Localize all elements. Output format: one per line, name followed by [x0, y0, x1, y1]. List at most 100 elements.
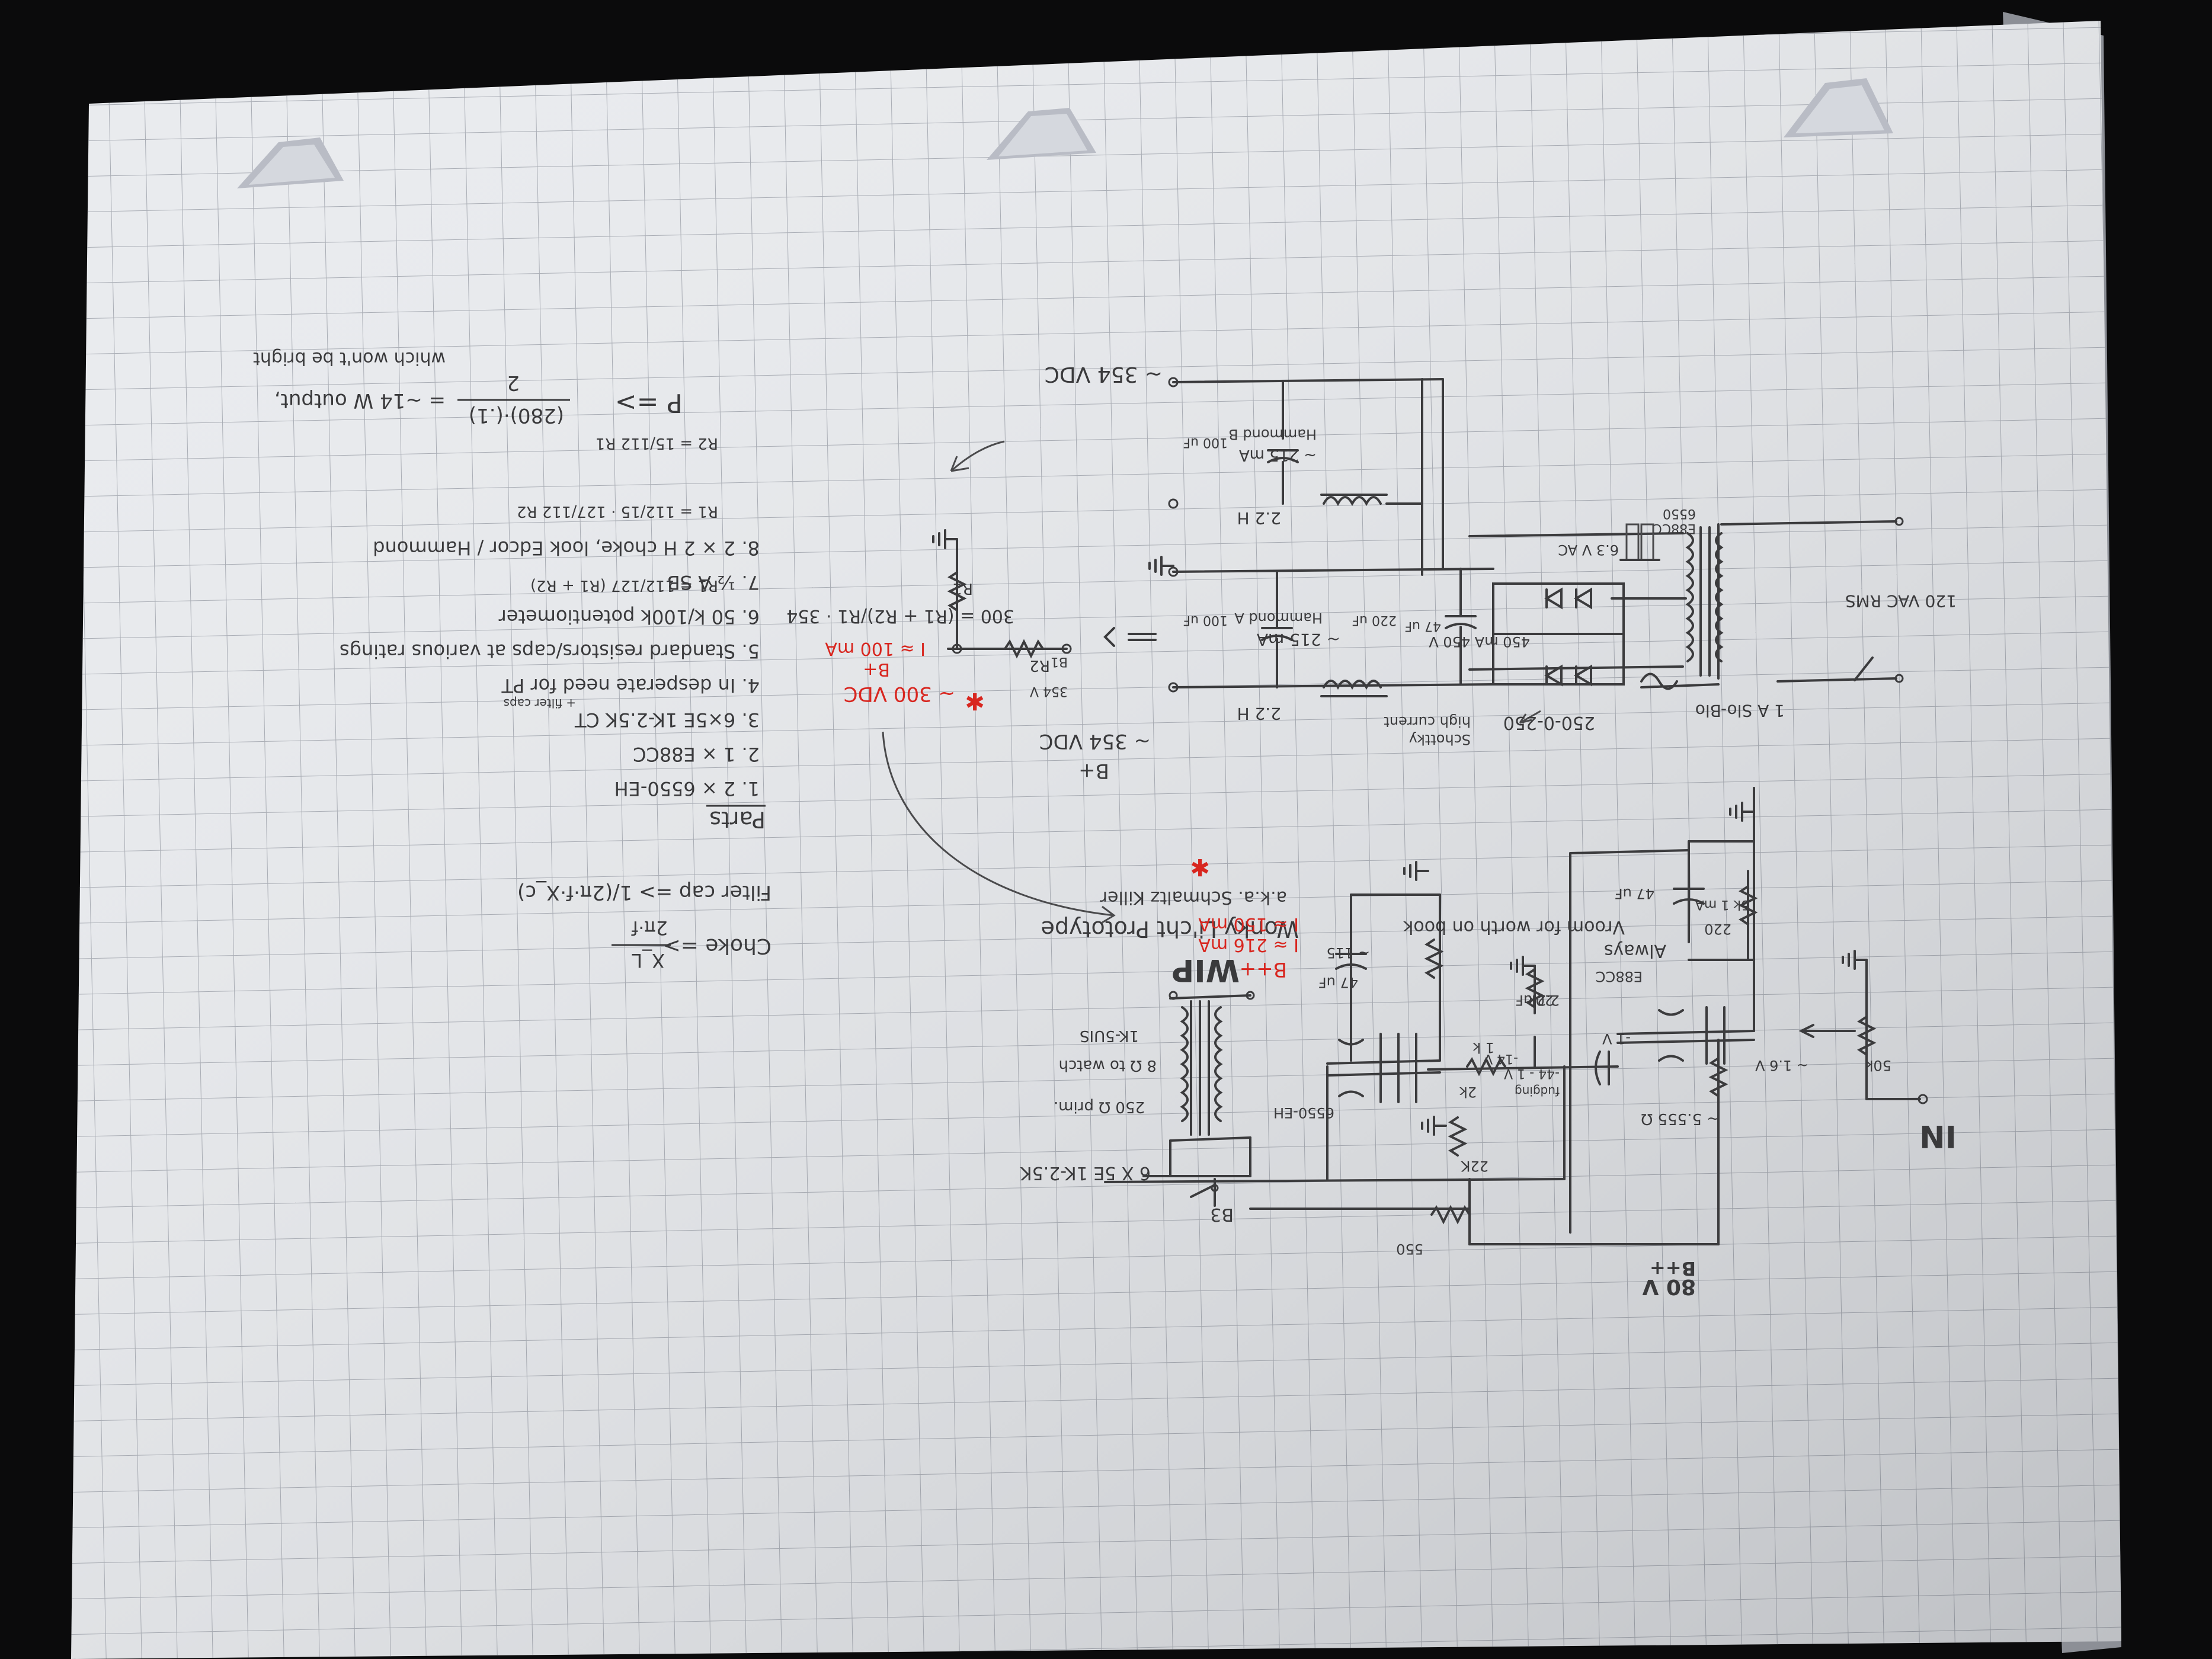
voltage-bplus: ~ 354 VDC [1039, 729, 1151, 753]
choke-a-symbol [1320, 680, 1388, 697]
choke-b-label: 2.2 H [1237, 508, 1281, 528]
node-v-label: 354 V [1030, 684, 1068, 699]
power-result: = ~14 W output, [274, 389, 446, 412]
power-supply-res-label: ~ 5.555 Ω [1641, 1110, 1720, 1128]
power-cathode-cap [1335, 893, 1367, 1062]
input-label: IN [1919, 1118, 1957, 1154]
subtitle: Wonky Li'cht Prototype [1041, 916, 1299, 942]
parts-item-8: 8. 2 × 2 H choke, look Edcor / Hammond [373, 537, 760, 559]
filter-cap-b-label: 100 uF [1183, 435, 1228, 450]
bias-label-b: 5k 1 mA [1695, 897, 1749, 912]
parts-item-1: 1. 2 × 6550-EH [614, 777, 760, 800]
rectifier-bridge [1492, 582, 1625, 687]
node-b1-label: B1 [1051, 654, 1068, 669]
pt-label: 250-0-250 [1503, 712, 1595, 733]
voltage-divider [932, 529, 1157, 659]
bplus-label: B+ [1078, 759, 1109, 783]
cathode-bypass-cap [1673, 840, 1705, 943]
power-tube-label: 6550-EH [1273, 1104, 1334, 1121]
red-current: I ≈ 100 mA [825, 638, 926, 659]
choke-b-symbol [1320, 494, 1388, 507]
choke-line: Choke => [663, 934, 772, 958]
r-550-label: 550 [1396, 1241, 1423, 1257]
note-room: Vroom for worth on book [1403, 917, 1625, 937]
binder-notch-middle [987, 108, 1096, 160]
filter-cap-b [1267, 381, 1299, 505]
parts-item-5: 5. Standard resistors/caps at various ra… [340, 640, 760, 662]
note-always: Always [1604, 940, 1666, 961]
power-tail: which won't be bright [253, 348, 446, 369]
red-star-1: ✱ [965, 687, 985, 715]
binder-notch-left [237, 137, 344, 188]
power-supply-section [932, 377, 1904, 724]
diode-note-1: Schottky [1409, 731, 1471, 748]
divider-eq1: 300 = (R1 + R2)/R1 · 354 [786, 606, 1014, 626]
reservoir-cap-label: 220 uF [1352, 613, 1397, 627]
r-220k-label: 22K [1460, 1158, 1488, 1174]
ot-spec-label: 1K-5UIS [1080, 1027, 1139, 1045]
diode-rating: 450 mA 450 V [1429, 633, 1530, 650]
filter-cap-a-label: 100 uF [1183, 613, 1228, 627]
heater-label: 6.3 V AC [1558, 542, 1619, 558]
title-wip: WIP [1171, 952, 1240, 988]
preamp-tube-label: E88CC [1596, 968, 1643, 985]
r-20k-label: 20k [1527, 992, 1554, 1008]
connection-arc [882, 731, 1115, 917]
grid-stopper-label: 2k [1459, 1084, 1477, 1100]
ot-primary-label: 250 Ω prim. [1054, 1098, 1145, 1116]
grid-res-a-label: -1 V [1602, 1030, 1631, 1047]
filter-cap-formula: Filter cap => 1/(2π·f·X_c) [517, 880, 772, 904]
red-current-2: I ≈ 216 mA [1198, 934, 1299, 955]
power-denominator: 2 [507, 371, 520, 395]
ot-label: 6 X 5E 1K-2.5K [1020, 1162, 1151, 1183]
parts-item-4: 4. In desperate need for PT [501, 674, 760, 697]
grid-voltage-label: ~ 1.6 V [1755, 1057, 1808, 1074]
parts-item-3: 3. 6×5E 1K-2.5K CT [574, 709, 760, 731]
input-pot [1856, 1016, 1877, 1056]
red-bplus-2: B++ [1240, 957, 1287, 981]
resistor-r1-label: R1 [952, 579, 973, 597]
coupling-cap-label: 2.2 uF [1515, 992, 1560, 1008]
r-cathode-label: 1 k [1472, 1039, 1494, 1056]
reservoir-capacitor [1445, 568, 1477, 686]
output-transformer [1169, 991, 1255, 1142]
plate-cap-label: 47 uF [1615, 885, 1654, 902]
grid-res-b-label: -44 - 1 V [1504, 1066, 1560, 1081]
pot-label: 50k [1865, 1057, 1891, 1074]
parts-item-7: 7. ½ A SB [667, 571, 760, 594]
choke-b-current: ~ 215 mA [1239, 446, 1317, 464]
choke-a-current: ~ 215 mA [1257, 630, 1340, 649]
parts-heading: Parts [709, 806, 766, 832]
divider-eq3: R1 = 112/15 · 127/112 R2 [517, 502, 718, 520]
power-numerator: (280)·(.1) [469, 403, 564, 427]
parts-item-4-note: + filter caps [504, 696, 576, 710]
output-cap-label: 47 uF [1318, 974, 1358, 991]
choke-frac-top: X_L [632, 949, 665, 972]
red-star-2: ✱ [1190, 853, 1210, 880]
voltage-top: ~ 354 VDC [1045, 362, 1163, 386]
resistor-r1 [947, 571, 967, 611]
preamp-tube [1616, 1006, 1755, 1065]
diode-note-2: high current [1384, 713, 1471, 730]
bplusplus-bottom-label: B++ [1650, 1257, 1696, 1280]
choke-a-note: Hammond A [1234, 610, 1323, 626]
red-current-3: I ≈ 150 mA [1198, 914, 1299, 934]
grid-stopper-2k [1466, 1056, 1506, 1077]
switch-b3 [1190, 1184, 1216, 1198]
red-voltage-out: ~ 300 VDC [844, 682, 955, 706]
red-bplus: B+ [863, 659, 890, 680]
fuse-label: 1 A Slo-Blo [1695, 701, 1785, 720]
parts-item-2: 2. 1 × E88CC [633, 743, 760, 766]
coupling-note: fudging [1515, 1084, 1560, 1098]
mains-label: 120 VAC RMS [1845, 591, 1957, 611]
ot-secondary-label: 8 Ω to watch [1059, 1056, 1157, 1074]
bias-label-a: 220 [1704, 921, 1731, 937]
coupling-cap [1595, 1051, 1610, 1085]
fuse-symbol [1640, 672, 1678, 690]
divider-eq4: R2 = 15/112 R1 [596, 434, 718, 452]
plate-resistor [1708, 1057, 1728, 1097]
gnd-note-label: -14 V [1484, 1051, 1518, 1066]
divider-eq2: R1 = 112/127 (R1 + R2) [530, 577, 718, 594]
